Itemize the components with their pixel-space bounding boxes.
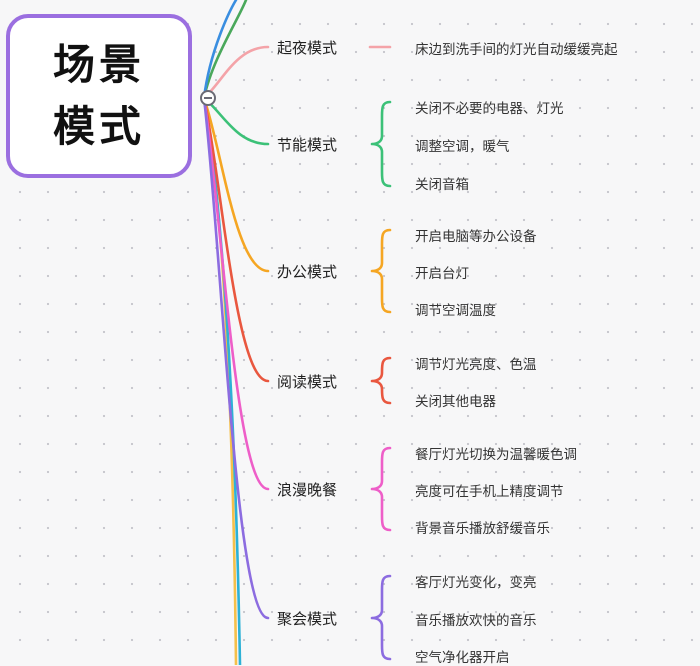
- branch-label[interactable]: 聚会模式: [277, 610, 338, 628]
- leaf-label[interactable]: 音乐播放欢快的音乐: [415, 613, 537, 629]
- bracket-connector: [370, 228, 392, 314]
- leaf-label[interactable]: 床边到洗手间的灯光自动缓缓亮起: [415, 42, 618, 58]
- root-node[interactable]: [6, 14, 192, 178]
- leaf-label[interactable]: 调节空调温度: [415, 303, 496, 319]
- branch-connector: [202, 96, 270, 383]
- leaf-label[interactable]: 空气净化器开启: [415, 650, 510, 666]
- branch-connector: [202, 96, 270, 273]
- branch-label[interactable]: 办公模式: [277, 263, 338, 281]
- offscreen-connector: [202, 0, 248, 100]
- leaf-label[interactable]: 调整空调，暖气: [415, 139, 510, 155]
- leaf-label[interactable]: 开启电脑等办公设备: [415, 229, 537, 245]
- leaf-label[interactable]: 客厅灯光变化，变亮: [415, 575, 537, 591]
- leaf-label[interactable]: 关闭其他电器: [415, 394, 496, 410]
- brackets: [368, 45, 392, 661]
- branch-connector: [202, 96, 270, 620]
- branch-label[interactable]: 节能模式: [277, 136, 338, 154]
- leaf-label[interactable]: 开启台灯: [415, 266, 469, 282]
- offscreen-connector: [202, 0, 238, 100]
- leaf-label[interactable]: 餐厅灯光切换为温馨暖色调: [415, 447, 577, 463]
- branch-label[interactable]: 起夜模式: [277, 39, 338, 57]
- bracket-connector: [370, 356, 392, 405]
- leaf-label[interactable]: 亮度可在手机上精度调节: [415, 484, 564, 500]
- bracket-connector: [370, 574, 392, 661]
- branch-connector: [202, 96, 270, 491]
- leaf-label[interactable]: 关闭不必要的电器、灯光: [415, 101, 564, 117]
- leaf-label[interactable]: 调节灯光亮度、色温: [415, 357, 537, 373]
- leaf-label[interactable]: 背景音乐播放舒缓音乐: [415, 521, 550, 537]
- branch-label[interactable]: 阅读模式: [277, 373, 338, 391]
- root-title: 场景模式: [52, 40, 145, 151]
- leaf-label[interactable]: 关闭音箱: [415, 177, 469, 193]
- bracket-connector: [370, 446, 392, 532]
- bracket-connector: [370, 100, 392, 188]
- branch-label[interactable]: 浪漫晚餐: [277, 481, 338, 499]
- collapse-icon[interactable]: [200, 90, 216, 106]
